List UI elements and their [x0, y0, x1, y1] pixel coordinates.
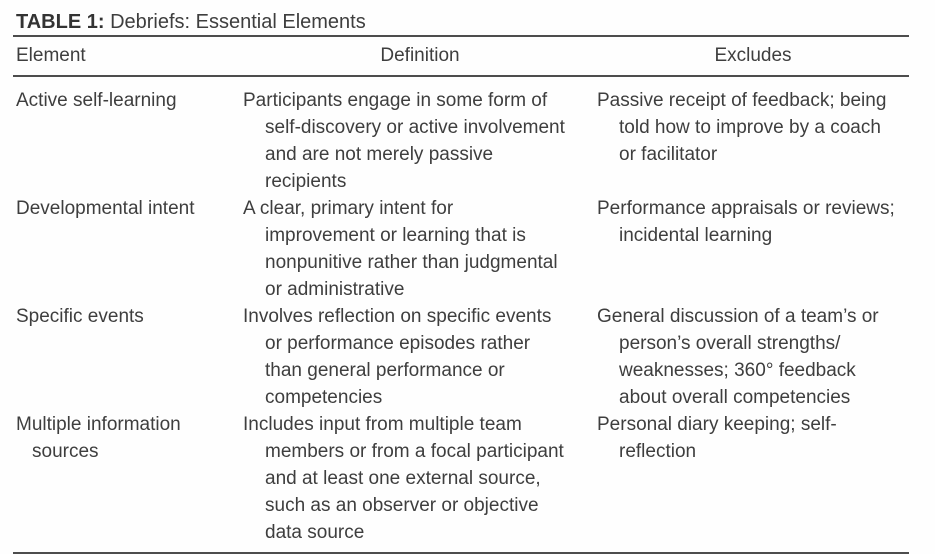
table-container: TABLE 1: Debriefs: Essential Elements El…	[13, 0, 909, 554]
cell-element: Specific events	[16, 306, 144, 327]
table-row: Multiple information sources Includes in…	[13, 411, 909, 546]
table-number-label: TABLE 1:	[16, 11, 105, 33]
table-header-row: Element Definition Excludes	[13, 37, 909, 77]
table-title: TABLE 1: Debriefs: Essential Elements	[13, 0, 909, 37]
cell-definition: A clear, primary intent for improvement …	[243, 198, 558, 300]
cell-definition: Involves reflection on specific events o…	[243, 306, 552, 408]
table-row: Developmental intent A clear, primary in…	[13, 195, 909, 303]
table-title-text: Debriefs: Essential Elements	[104, 11, 366, 33]
cell-element: Multiple information sources	[16, 414, 181, 462]
column-header-definition: Definition	[380, 45, 460, 66]
cell-excludes: Personal diary keeping; self-reflection	[597, 414, 837, 462]
table-row: Specific events Involves reflection on s…	[13, 303, 909, 411]
cell-excludes: General discussion of a team’s or person…	[597, 306, 879, 408]
cell-element: Developmental intent	[16, 198, 195, 219]
cell-definition: Participants engage in some form of self…	[243, 90, 565, 192]
cell-element: Active self-learning	[16, 90, 177, 111]
cell-excludes: Passive receipt of feedback; being told …	[597, 90, 887, 165]
table-row: Active self-learning Participants engage…	[13, 87, 909, 195]
table-body: Active self-learning Participants engage…	[13, 77, 909, 554]
column-header-element: Element	[16, 45, 86, 66]
column-header-excludes: Excludes	[714, 45, 792, 66]
cell-excludes: Performance appraisals or reviews; incid…	[597, 198, 895, 246]
cell-definition: Includes input from multiple team member…	[243, 414, 564, 543]
